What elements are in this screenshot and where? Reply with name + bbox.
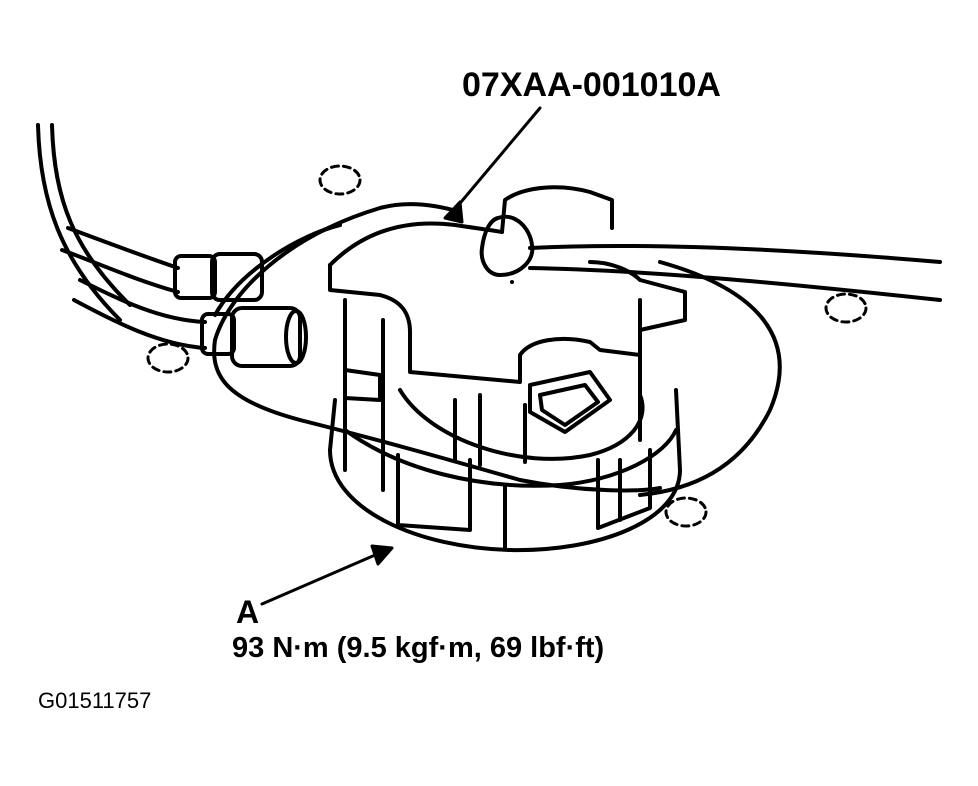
torque-spec-label: 93 N·m (9.5 kgf·m, 69 lbf·ft) <box>232 632 605 664</box>
pump-center <box>398 370 645 467</box>
fuel-hose-bundle <box>36 123 308 368</box>
leader-lines <box>260 106 542 606</box>
tool-number-label: 07XAA-001010A <box>462 66 721 104</box>
callout-letter-a: A <box>236 594 260 630</box>
tank-bolt-holes <box>146 164 868 528</box>
nut-leader-line <box>260 550 384 606</box>
tool-leader-arrowhead <box>443 200 464 224</box>
figure-id-label: G01511757 <box>38 688 152 713</box>
special-tool <box>328 185 942 384</box>
tank-surface-outline <box>212 202 662 493</box>
tool-leader-line <box>454 106 542 210</box>
lock-nut <box>328 298 682 553</box>
nut-leader-arrowhead <box>370 544 394 566</box>
